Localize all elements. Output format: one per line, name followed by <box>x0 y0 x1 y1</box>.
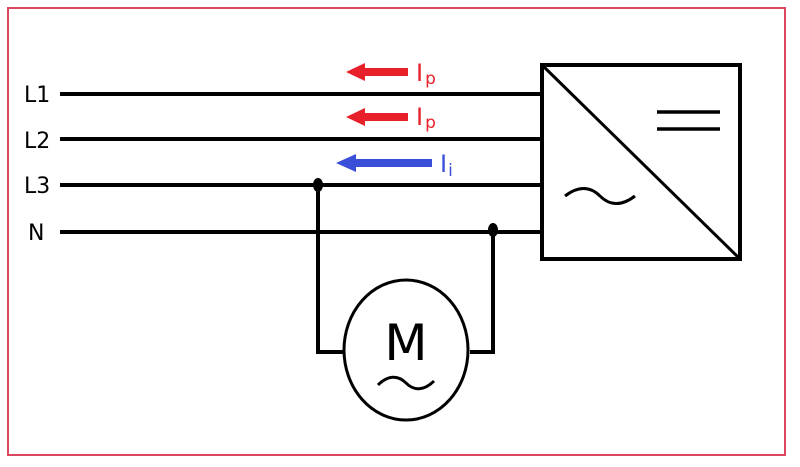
label-l1: L1 <box>24 83 50 108</box>
current-arrow-ip-l2 <box>346 108 408 126</box>
motor-wire-n <box>470 232 495 354</box>
junction-dot-n <box>488 223 498 237</box>
motor-symbol: M <box>342 278 470 422</box>
motor-wire-l3 <box>316 185 345 354</box>
label-l2: L2 <box>24 129 50 154</box>
current-label-ip-1-main: I <box>416 59 423 87</box>
motor-ac-tilde <box>376 375 436 391</box>
current-label-ip-2-main: I <box>416 103 423 131</box>
current-label-ip-2-sub: p <box>425 113 436 133</box>
label-n: N <box>28 221 44 246</box>
converter-diagonal <box>540 63 742 261</box>
junction-dot-l3 <box>313 178 323 192</box>
current-label-ii-main: I <box>440 150 447 178</box>
current-label-ii: Ii <box>440 150 453 181</box>
label-l3: L3 <box>24 174 50 199</box>
motor-circle <box>342 278 470 422</box>
current-label-ii-sub: i <box>448 161 453 181</box>
current-label-ip-1-sub: p <box>425 69 436 89</box>
ac-symbol-tilde <box>564 187 636 205</box>
current-arrow-ii-l3 <box>336 154 432 172</box>
motor-label: M <box>384 314 427 372</box>
current-arrow-ip-l1 <box>346 63 408 81</box>
ac-dc-converter-icon <box>540 63 742 261</box>
